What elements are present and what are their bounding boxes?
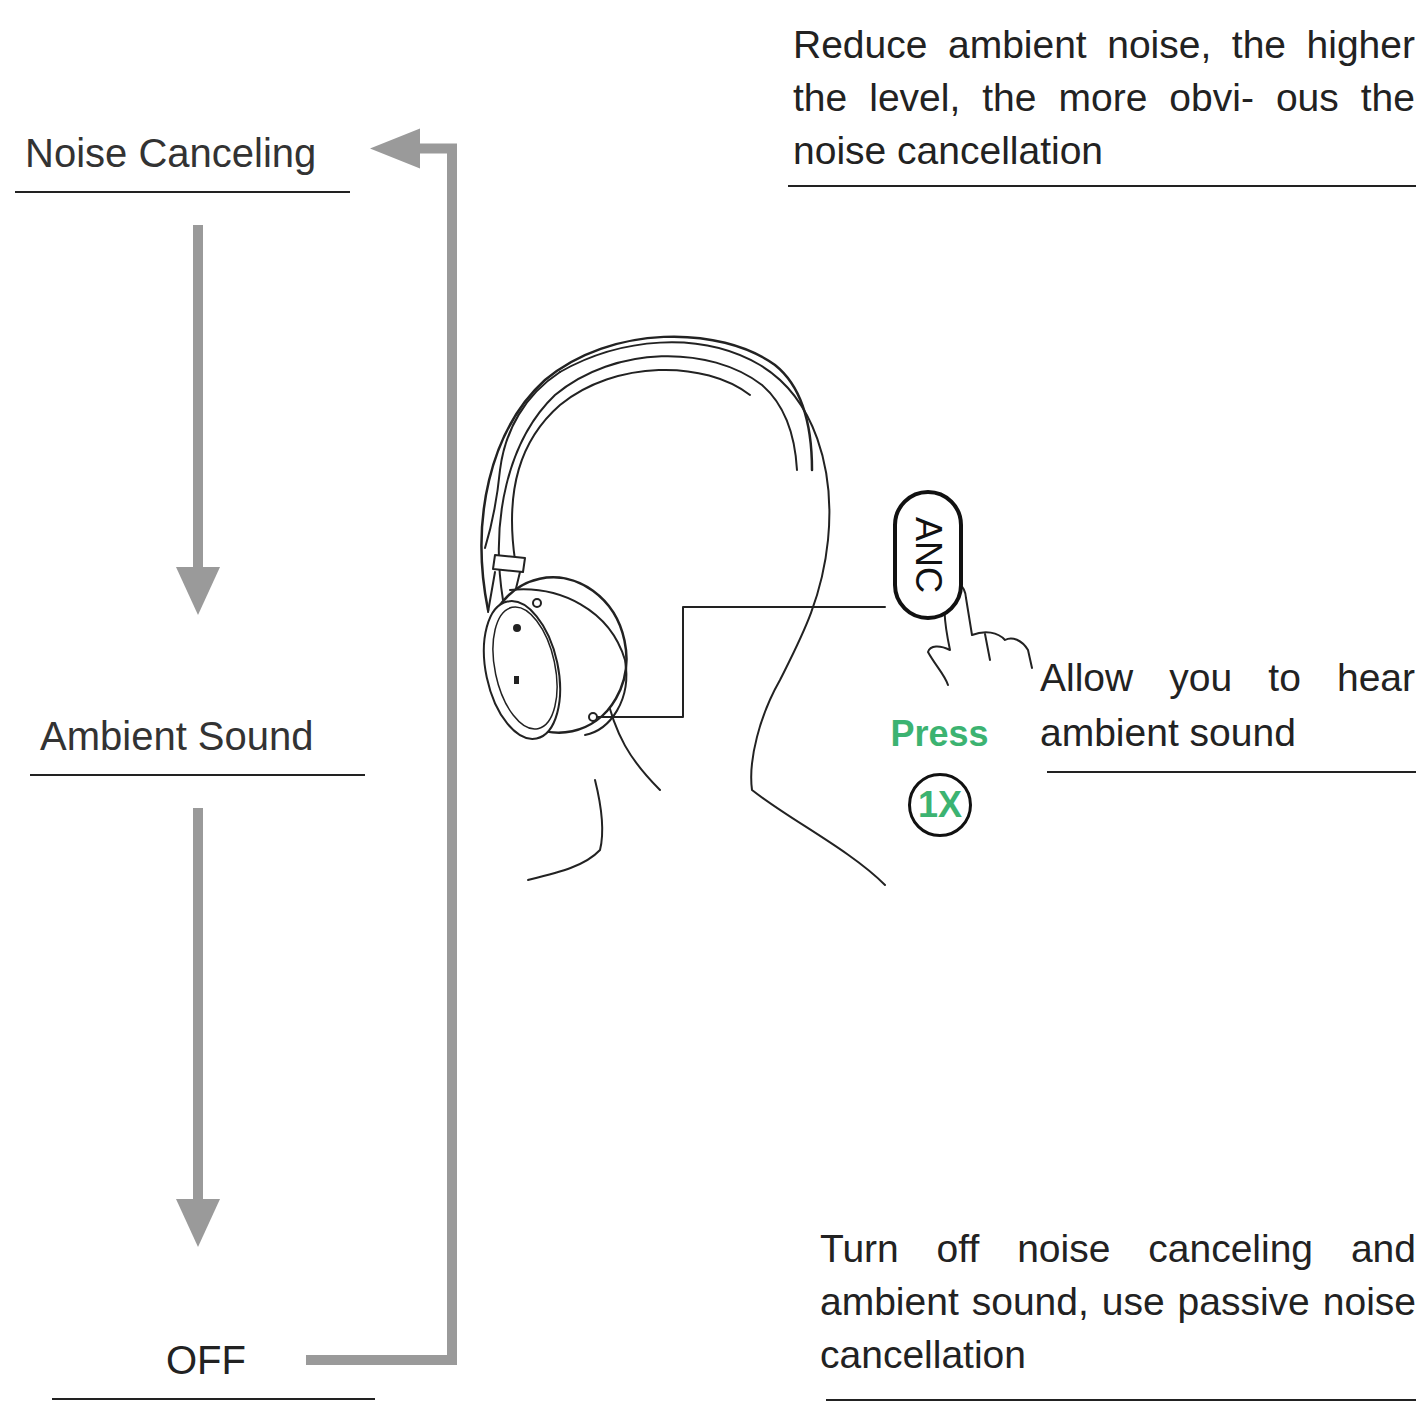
mode-label: Ambient Sound — [30, 690, 365, 776]
mode-cycle-arrow — [176, 225, 220, 615]
mode-cycle-arrow — [176, 808, 220, 1247]
mode-cycle-arrow — [306, 129, 452, 1361]
anc-button: ANC — [893, 490, 963, 620]
anc-button-text: ANC — [910, 517, 946, 593]
mode-label: Noise Canceling — [15, 120, 350, 193]
mode-label: OFF — [52, 1322, 375, 1400]
mode-description: Turn off noise canceling and ambient sou… — [820, 1222, 1416, 1381]
mode-label-text: OFF — [166, 1336, 246, 1384]
press-count-circle-text: 1X — [918, 787, 962, 823]
mode-description: Reduce ambient noise, the higher the lev… — [793, 18, 1415, 177]
mode-label-text: Ambient Sound — [40, 712, 314, 760]
mode-description: Allow you to hear ambient sound — [1040, 650, 1415, 760]
press-count-circle: 1X — [908, 773, 972, 837]
press-instruction: Press — [882, 712, 997, 756]
mode-label-text: Noise Canceling — [25, 129, 316, 177]
